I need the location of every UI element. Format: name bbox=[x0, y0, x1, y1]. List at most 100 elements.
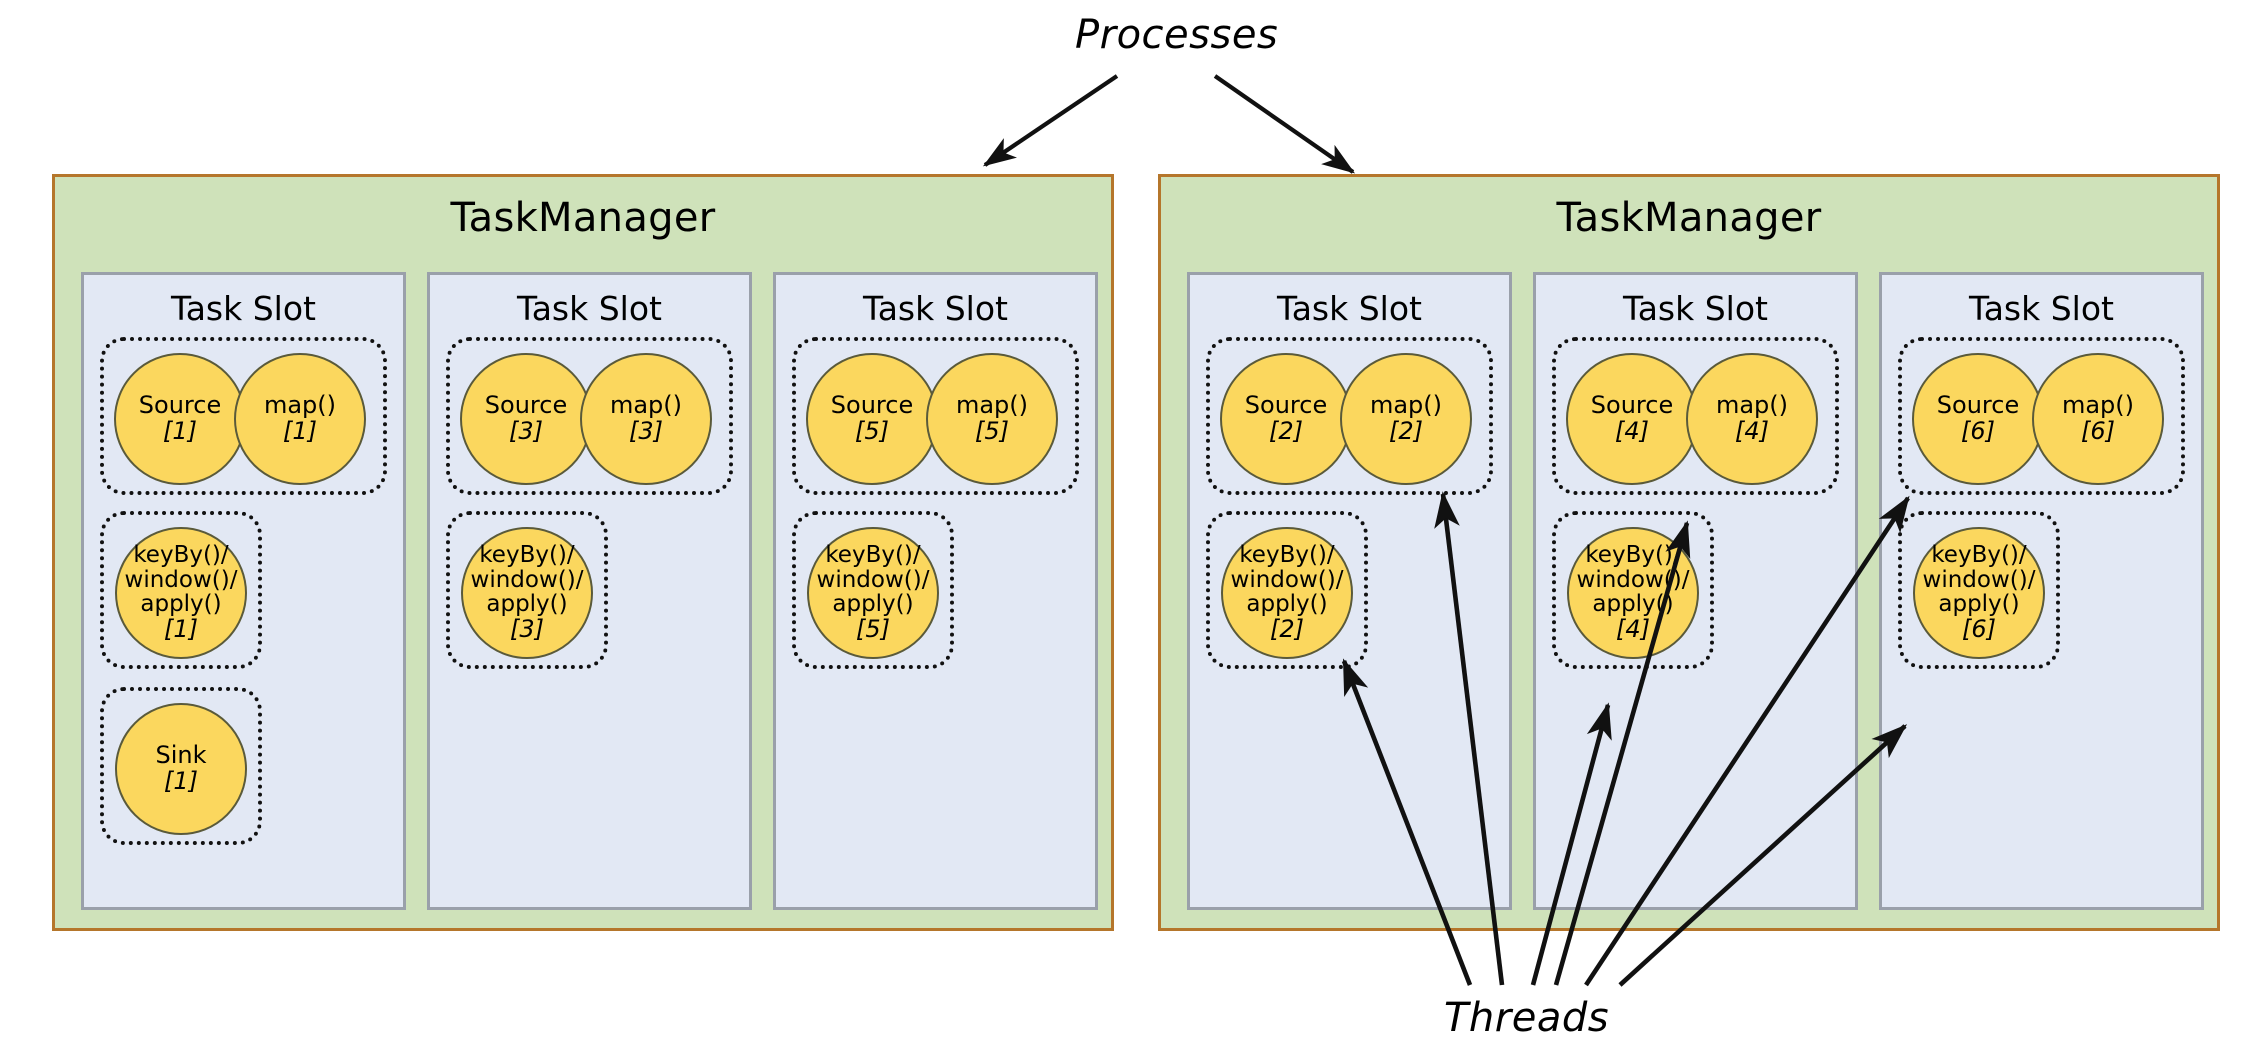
threads-annotation-label: Threads bbox=[1444, 995, 1610, 1041]
operator-label: Sink bbox=[155, 741, 207, 770]
operator-source-6: Source [6] bbox=[1912, 353, 2044, 485]
operator-label-line1: keyBy()/ bbox=[1239, 541, 1335, 568]
task-group-source-map-2: Source [3] map() [3] bbox=[446, 337, 733, 495]
operator-index: [4] bbox=[1615, 417, 1649, 445]
task-group-source-map-4: Source [2] map() [2] bbox=[1206, 337, 1493, 495]
operator-index: [3] bbox=[509, 417, 543, 445]
operator-map-5: map() [5] bbox=[926, 353, 1058, 485]
operator-label-line2: window()/ bbox=[816, 566, 930, 593]
operator-keyby-window-apply-6: keyBy()/ window()/ apply() [6] bbox=[1913, 527, 2045, 659]
processes-annotation-label: Processes bbox=[1075, 12, 1279, 58]
operator-label-line3: apply() bbox=[1938, 591, 2020, 618]
operator-source-5: Source [5] bbox=[806, 353, 938, 485]
operator-label-multiline: keyBy()/ window()/ apply() bbox=[124, 542, 238, 618]
operator-index: [2] bbox=[1270, 615, 1304, 644]
operator-label-multiline: keyBy()/ window()/ apply() bbox=[470, 541, 584, 618]
task-slot-4: Task Slot Source [2] map() [2] keyBy()/ … bbox=[1187, 272, 1512, 910]
operator-index: [1] bbox=[164, 615, 198, 644]
task-group-source-map-3: Source [5] map() [5] bbox=[792, 337, 1079, 495]
operator-index: [3] bbox=[629, 417, 663, 445]
operator-label-line2: window()/ bbox=[470, 566, 584, 593]
task-slot-title-4: Task Slot bbox=[1277, 289, 1422, 328]
task-slot-title-5: Task Slot bbox=[1623, 289, 1768, 328]
task-group-sink-1: Sink [1] bbox=[100, 687, 262, 845]
operator-label: Source bbox=[138, 391, 222, 420]
operator-source-4: Source [4] bbox=[1566, 353, 1698, 485]
task-group-window-2: keyBy()/ window()/ apply() [3] bbox=[446, 511, 608, 669]
task-slot-1: Task Slot Source [1] map() [1] keyBy()/ … bbox=[81, 272, 406, 910]
task-group-window-5: keyBy()/ window()/ apply() [4] bbox=[1552, 511, 1714, 669]
operator-label: Source bbox=[1590, 391, 1674, 420]
operator-index: [1] bbox=[164, 767, 198, 795]
taskmanager-title-1: TaskManager bbox=[450, 195, 716, 241]
operator-index: [4] bbox=[1735, 417, 1769, 445]
operator-label: Source bbox=[1244, 391, 1328, 420]
task-slot-6: Task Slot Source [6] map() [6] keyBy()/ … bbox=[1879, 272, 2204, 910]
operator-map-3: map() [3] bbox=[580, 353, 712, 485]
processes-arrow-left bbox=[982, 74, 1119, 167]
operator-keyby-window-apply-1: keyBy()/ window()/ apply() [1] bbox=[115, 527, 247, 659]
operator-index: [6] bbox=[1962, 615, 1996, 644]
operator-map-1: map() [1] bbox=[234, 353, 366, 485]
operator-label-line1: keyBy()/ bbox=[1585, 541, 1681, 568]
task-group-source-map-6: Source [6] map() [6] bbox=[1898, 337, 2185, 495]
task-slot-title-1: Task Slot bbox=[171, 289, 316, 328]
operator-label-line1: keyBy()/ bbox=[1931, 541, 2027, 568]
operator-label-line1: keyBy()/ bbox=[479, 541, 575, 568]
operator-index: [5] bbox=[975, 417, 1009, 445]
operator-label-multiline: keyBy()/ window()/ apply() bbox=[1230, 541, 1344, 618]
operator-map-6: map() [6] bbox=[2032, 353, 2164, 485]
operator-label-line1: keyBy()/ bbox=[825, 541, 921, 568]
operator-label: Source bbox=[830, 391, 914, 420]
processes-arrow-right bbox=[1213, 74, 1356, 174]
operator-map-2: map() [2] bbox=[1340, 353, 1472, 485]
operator-keyby-window-apply-5: keyBy()/ window()/ apply() [5] bbox=[807, 527, 939, 659]
operator-index: [3] bbox=[510, 615, 544, 644]
operator-label: Source bbox=[1936, 391, 2020, 420]
operator-keyby-window-apply-2: keyBy()/ window()/ apply() [2] bbox=[1221, 527, 1353, 659]
task-group-window-4: keyBy()/ window()/ apply() [2] bbox=[1206, 511, 1368, 669]
task-group-window-1: keyBy()/ window()/ apply() [1] bbox=[100, 511, 262, 669]
operator-label-multiline: keyBy()/ window()/ apply() bbox=[816, 541, 930, 618]
operator-label: Source bbox=[484, 391, 568, 420]
operator-source-3: Source [3] bbox=[460, 353, 592, 485]
operator-label-line2: window()/ bbox=[1922, 566, 2036, 593]
task-slot-title-3: Task Slot bbox=[863, 289, 1008, 328]
operator-source-1: Source [1] bbox=[114, 353, 246, 485]
taskmanager-title-2: TaskManager bbox=[1556, 195, 1822, 241]
operator-label-line2: window()/ bbox=[1576, 566, 1690, 593]
task-group-window-3: keyBy()/ window()/ apply() [5] bbox=[792, 511, 954, 669]
operator-label-multiline: keyBy()/ window()/ apply() bbox=[1922, 541, 2036, 618]
task-slot-5: Task Slot Source [4] map() [4] keyBy()/ … bbox=[1533, 272, 1858, 910]
operator-sink-1: Sink [1] bbox=[115, 703, 247, 835]
taskmanager-panel-1: TaskManager Task Slot Source [1] map() [… bbox=[52, 174, 1114, 931]
operator-source-2: Source [2] bbox=[1220, 353, 1352, 485]
operator-label: map() bbox=[1715, 391, 1789, 420]
operator-map-4: map() [4] bbox=[1686, 353, 1818, 485]
operator-label: map() bbox=[1369, 391, 1443, 420]
operator-index: [1] bbox=[163, 417, 197, 445]
operator-label-line3: apply() bbox=[140, 591, 222, 618]
task-group-source-map-1: Source [1] map() [1] bbox=[100, 337, 387, 495]
operator-index: [1] bbox=[283, 417, 317, 445]
operator-label-line3: apply() bbox=[1592, 591, 1674, 618]
operator-keyby-window-apply-4: keyBy()/ window()/ apply() [4] bbox=[1567, 527, 1699, 659]
task-slot-3: Task Slot Source [5] map() [5] keyBy()/ … bbox=[773, 272, 1098, 910]
operator-label: map() bbox=[2061, 391, 2135, 420]
operator-label-line3: apply() bbox=[486, 591, 568, 618]
operator-label-line2: window()/ bbox=[124, 566, 238, 593]
task-slot-title-2: Task Slot bbox=[517, 289, 662, 328]
operator-index: [5] bbox=[856, 615, 890, 644]
task-slot-2: Task Slot Source [3] map() [3] keyBy()/ … bbox=[427, 272, 752, 910]
operator-index: [6] bbox=[2081, 417, 2115, 445]
operator-index: [5] bbox=[855, 417, 889, 445]
operator-label: map() bbox=[609, 391, 683, 420]
operator-index: [4] bbox=[1616, 615, 1650, 644]
operator-label: map() bbox=[263, 391, 337, 420]
task-group-window-6: keyBy()/ window()/ apply() [6] bbox=[1898, 511, 2060, 669]
operator-label-line3: apply() bbox=[832, 591, 914, 618]
task-slot-title-6: Task Slot bbox=[1969, 289, 2114, 328]
operator-label-line2: window()/ bbox=[1230, 566, 1344, 593]
operator-label-line3: apply() bbox=[1246, 591, 1328, 618]
operator-keyby-window-apply-3: keyBy()/ window()/ apply() [3] bbox=[461, 527, 593, 659]
